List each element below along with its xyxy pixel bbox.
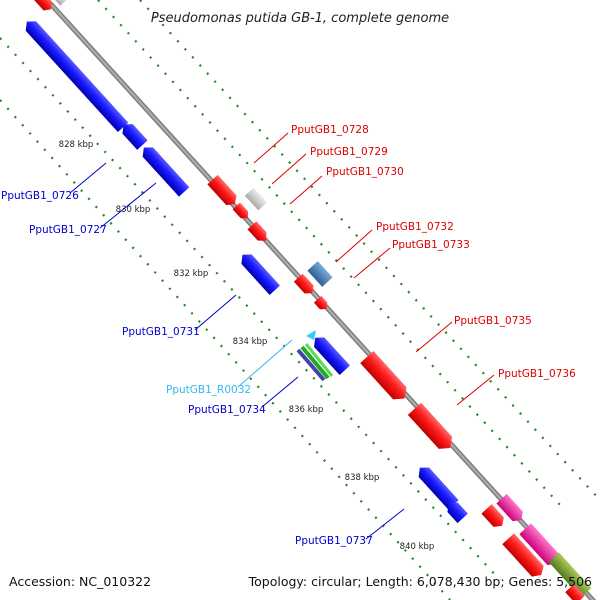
gene-0728[interactable]: [207, 174, 240, 209]
kbp-ticks: 828 kbp 830 kbp 832 kbp 834 kbp 836 kbp …: [59, 140, 435, 552]
tick-label: 832 kbp: [174, 269, 209, 279]
gene-label-0730[interactable]: PputGB1_0730: [326, 166, 404, 178]
tick-label: 836 kbp: [289, 405, 324, 415]
gene-label-0731[interactable]: PputGB1_0731: [122, 326, 200, 338]
gene-label-0736[interactable]: PputGB1_0736: [498, 368, 576, 380]
gene-label-0726[interactable]: PputGB1_0726: [1, 190, 79, 202]
gene-0735[interactable]: [360, 350, 411, 405]
gene-partial-top-red[interactable]: [28, 0, 55, 13]
rna-r0032[interactable]: [306, 330, 316, 340]
gene-label-0735[interactable]: PputGB1_0735: [454, 315, 532, 327]
gene-partial-magenta-b[interactable]: [519, 523, 562, 569]
gene-0736[interactable]: [407, 402, 457, 454]
gene-0729-grey[interactable]: [244, 187, 268, 211]
gene-partial-top-grey[interactable]: [52, 0, 68, 6]
gene-0734-stripes: [296, 343, 334, 382]
tick-label: 838 kbp: [345, 473, 380, 483]
gene-label-0734[interactable]: PputGB1_0734: [188, 404, 266, 416]
gene-label-0737[interactable]: PputGB1_0737: [295, 535, 373, 547]
gene-0731[interactable]: [237, 250, 280, 295]
gene-partial-red-b[interactable]: [502, 533, 547, 580]
label-leader-lines: [69, 132, 495, 540]
gene-partial-olive[interactable]: [548, 552, 592, 598]
gene-0727[interactable]: [139, 143, 190, 197]
tick-label: 828 kbp: [59, 140, 94, 150]
gene-0737-b[interactable]: [443, 498, 468, 524]
gene-label-0728[interactable]: PputGB1_0728: [291, 124, 369, 136]
gene-0730[interactable]: [247, 221, 271, 245]
gene-label-0727[interactable]: PputGB1_0727: [29, 224, 107, 236]
gene-label-0732[interactable]: PputGB1_0732: [376, 221, 454, 233]
gene-0732[interactable]: [293, 273, 317, 298]
gene-partial-magenta-a[interactable]: [496, 493, 526, 525]
gene-0729[interactable]: [232, 202, 252, 221]
tick-label: 834 kbp: [233, 337, 268, 347]
gene-0726-b[interactable]: [118, 120, 148, 150]
gene-label-r0032[interactable]: PputGB1_R0032: [166, 384, 251, 396]
gene-label-0729[interactable]: PputGB1_0729: [310, 146, 388, 158]
gene-0726-long[interactable]: [22, 17, 129, 133]
gene-labels: PputGB1_0726 PputGB1_0727 PputGB1_0728 P…: [1, 124, 576, 547]
gene-0733[interactable]: [313, 295, 330, 312]
gene-0734-blue[interactable]: [310, 333, 350, 375]
gene-0737[interactable]: [415, 463, 459, 510]
tick-label: 830 kbp: [116, 205, 151, 215]
gene-partial-red-c[interactable]: [565, 584, 585, 600]
gene-partial-red-a[interactable]: [481, 504, 507, 530]
accession-text: Accession: NC_010322: [9, 574, 151, 589]
genome-title: Pseudomonas putida GB-1, complete genome: [151, 11, 449, 26]
tick-label: 840 kbp: [400, 542, 435, 552]
gene-label-0733[interactable]: PputGB1_0733: [392, 239, 470, 251]
topology-text: Topology: circular; Length: 6,078,430 bp…: [248, 574, 592, 589]
gene-0732-steel[interactable]: [307, 261, 333, 287]
